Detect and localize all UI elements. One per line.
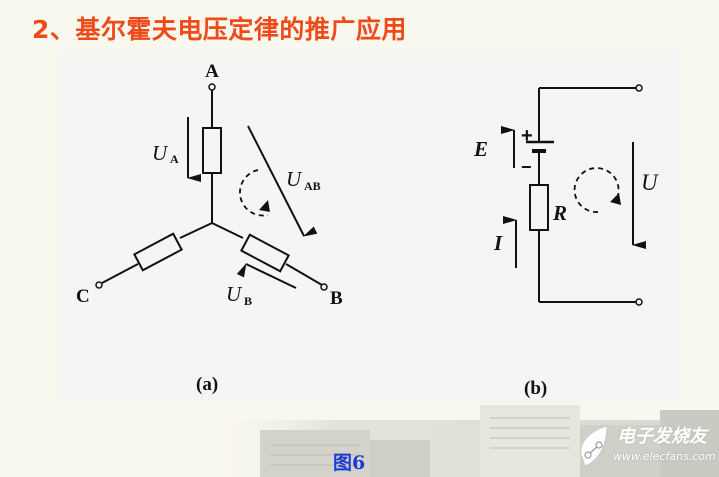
- current-label: I: [493, 231, 503, 255]
- uab-voltage-label: U: [286, 167, 303, 191]
- circuit-diagrams: A C B U A U AB U B (a): [76, 61, 659, 399]
- circuit-diagram-panel: A C B U A U AB U B (a): [58, 50, 681, 403]
- ub-voltage-label: U: [226, 282, 243, 306]
- emf-label: E: [473, 137, 488, 161]
- watermark-name: 电子发烧友: [617, 426, 707, 447]
- plus-sign: +: [521, 125, 533, 147]
- ub-subscript: B: [244, 294, 252, 308]
- node-c-label: C: [76, 286, 90, 307]
- watermark: 电子发烧友 www.elecfans.com: [577, 420, 717, 472]
- resistor-label: R: [552, 201, 567, 225]
- figure-caption: 图6: [333, 452, 366, 474]
- watermark-url: www.elecfans.com: [613, 450, 716, 463]
- voltage-u-label: U: [641, 170, 659, 195]
- node-b-label: B: [330, 288, 343, 309]
- ua-voltage-label: U: [152, 141, 169, 165]
- figure-a-star-circuit: [95, 83, 328, 291]
- elecfans-logo-icon: [580, 425, 608, 467]
- figure-b-label: (b): [524, 378, 547, 399]
- figure-a-label: (a): [196, 374, 218, 395]
- figure-b-source-circuit: [501, 84, 646, 306]
- minus-sign: −: [521, 157, 532, 177]
- ua-subscript: A: [170, 152, 179, 166]
- slide-title: 2、基尔霍夫电压定律的推广应用: [32, 15, 407, 44]
- node-a-label: A: [205, 61, 219, 82]
- uab-subscript: AB: [304, 179, 321, 193]
